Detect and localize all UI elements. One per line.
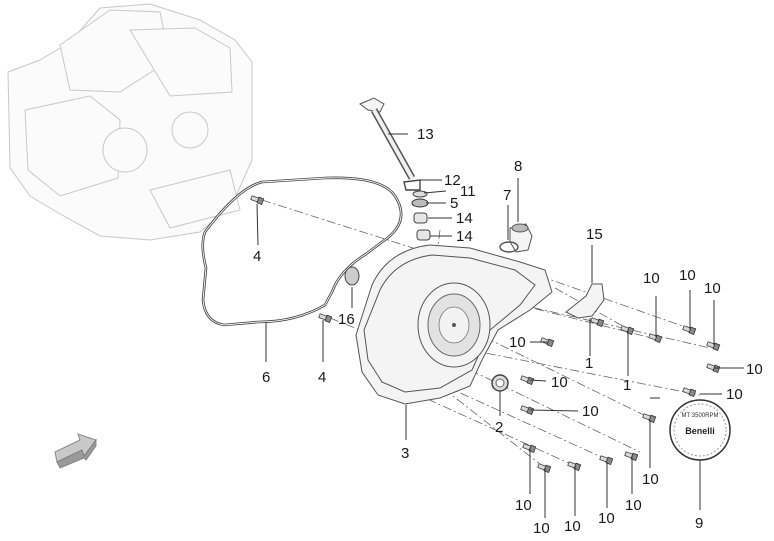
- callout-7: 7: [503, 187, 511, 204]
- callout-1: 1: [585, 355, 593, 372]
- clutch-cover-ring-text: MT 3500RPM: [682, 413, 719, 419]
- callout-10-h: 10: [726, 386, 743, 403]
- seal-part-5: [411, 198, 429, 208]
- crankcase-cover-part-3: [355, 244, 553, 405]
- callout-10-k: 10: [533, 520, 550, 537]
- callout-11: 11: [460, 183, 476, 200]
- clutch-shaft-part-13: [359, 97, 416, 180]
- bolt-17: [599, 455, 614, 466]
- clutch-cover-plate-part-9: MT 3500RPM Benelli: [669, 399, 731, 461]
- callout-10-i: 10: [642, 471, 659, 488]
- callout-2: 2: [495, 419, 503, 436]
- callout-15: 15: [586, 226, 603, 243]
- bolt-8: [648, 333, 663, 344]
- callout-10-e: 10: [679, 267, 696, 284]
- callout-10-m: 10: [598, 510, 615, 527]
- callout-5: 5: [450, 195, 458, 212]
- callout-10-l: 10: [564, 518, 581, 535]
- callout-10-f: 10: [704, 280, 721, 297]
- callout-10-j: 10: [515, 497, 532, 514]
- callout-4b: 4: [318, 369, 326, 386]
- washer-part-11: [412, 190, 428, 198]
- callout-12: 12: [444, 172, 461, 189]
- dowel-part-16: [344, 266, 360, 286]
- bolt-10: [706, 341, 721, 352]
- bracket-part-15: [565, 283, 605, 319]
- retaining-clip-part-12: [403, 179, 421, 191]
- clutch-cover-brand: Benelli: [685, 426, 715, 436]
- callout-9: 9: [695, 515, 703, 532]
- gasket-part-6: [201, 176, 403, 327]
- callout-10-d: 10: [643, 270, 660, 287]
- callout-16: 16: [338, 311, 355, 328]
- sealing-plug-part-2: [491, 374, 509, 392]
- bolt-7: [620, 325, 635, 336]
- bolt-14: [522, 443, 537, 454]
- bearing-part-14: [413, 212, 431, 241]
- bolt-3: [540, 337, 555, 348]
- callout-10-c: 10: [582, 403, 599, 420]
- oil-filler-cap-part-8: [509, 223, 533, 253]
- bolt-6: [590, 317, 605, 328]
- bolt-12: [682, 387, 697, 398]
- bolt-16: [567, 461, 582, 472]
- callout-1b: 1: [623, 377, 631, 394]
- callout-10-g: 10: [746, 361, 763, 378]
- callout-labels: 13 12 11 5 14 14 8 7 15 4 16 6 4 3 2 1 1…: [253, 126, 763, 537]
- bolt-1: [250, 195, 265, 206]
- callout-3: 3: [401, 445, 409, 462]
- callout-14b: 14: [456, 228, 473, 245]
- bolt-5: [520, 405, 535, 416]
- bolt-2: [318, 313, 333, 324]
- leader-lines: [256, 133, 744, 518]
- bolt-4: [520, 375, 535, 386]
- callout-8: 8: [514, 158, 522, 175]
- callout-4: 4: [253, 248, 261, 265]
- callout-10-b: 10: [551, 374, 568, 391]
- callout-6: 6: [262, 369, 270, 386]
- engine-block-illustration: [7, 3, 253, 241]
- o-ring-part-7: [499, 241, 519, 253]
- bolt-18: [624, 451, 639, 462]
- callout-14: 14: [456, 210, 473, 227]
- bolt-9: [682, 325, 697, 336]
- bolt-15: [537, 463, 552, 474]
- bolt-13: [642, 413, 657, 424]
- callout-13: 13: [417, 126, 434, 143]
- callout-10-a: 10: [509, 334, 526, 351]
- callout-10-n: 10: [625, 497, 642, 514]
- orientation-arrow-icon: [54, 433, 97, 469]
